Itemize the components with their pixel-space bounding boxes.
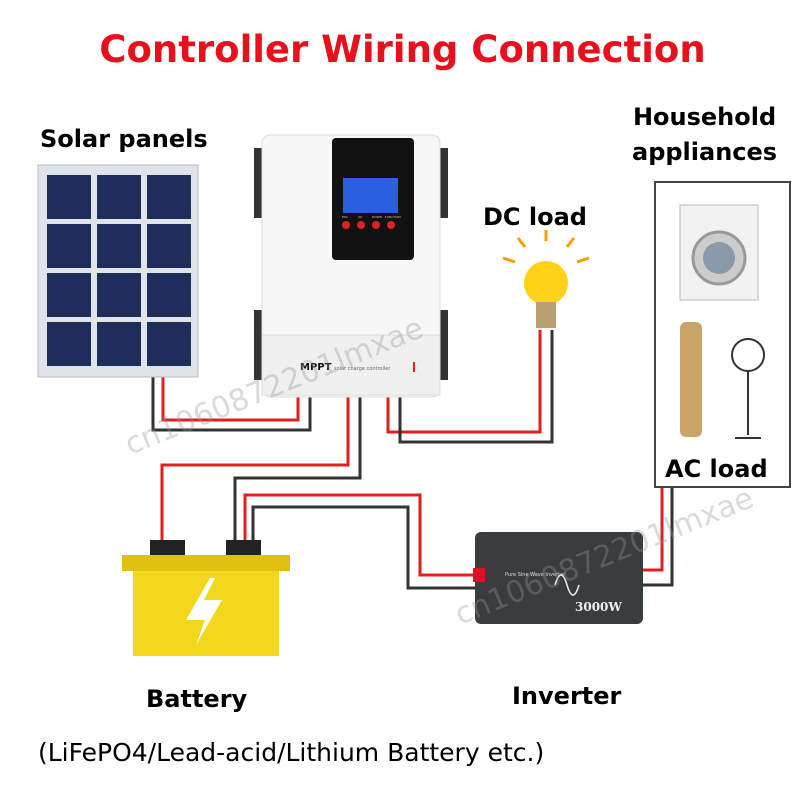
fan-icon — [731, 338, 765, 439]
solar-panel — [37, 164, 199, 378]
button-esc-label: ESC — [342, 215, 348, 219]
inverter-model-text: Pure Sine Wave Inverter — [505, 572, 566, 578]
ac-load-label: AC load — [665, 455, 768, 483]
battery-icon — [122, 540, 290, 656]
washing-machine-icon — [679, 204, 759, 301]
solar-negative-wire — [151, 375, 312, 432]
dc-load-positive-wire — [386, 330, 542, 434]
solar-panels-label: Solar panels — [40, 125, 208, 153]
page-title: Controller Wiring Connection — [99, 28, 706, 71]
controller-subtitle: solar charge controller — [334, 366, 391, 372]
ac-negative-wire — [640, 485, 674, 587]
charge-controller — [254, 134, 448, 398]
inverter-power-label: 3000W — [575, 600, 622, 614]
controller-brand: MPPT — [300, 362, 332, 373]
battery-label: Battery — [146, 685, 248, 713]
battery-positive-wire — [160, 395, 350, 545]
household-label-line1: Household — [632, 103, 777, 131]
household-appliances-label: Household appliances — [632, 100, 777, 170]
air-conditioner-icon — [680, 322, 702, 437]
dc-load-label: DC load — [483, 203, 587, 231]
button-function-label: FUNCTION — [385, 215, 401, 219]
battery-negative-wire — [233, 395, 362, 545]
solar-positive-wire — [161, 375, 300, 422]
button-up-label: UP — [358, 215, 362, 219]
inverter-label: Inverter — [512, 682, 622, 710]
inverter-device: Pure Sine Wave Inverter 3000W — [473, 532, 643, 624]
dc-load-negative-wire — [398, 330, 554, 444]
button-down-label: DOWN — [372, 215, 382, 219]
inverter-positive-wire — [243, 493, 478, 577]
light-bulb-icon — [502, 230, 590, 328]
household-label-line2: appliances — [632, 138, 778, 166]
inverter-negative-wire — [251, 505, 478, 590]
battery-types-note: (LiFePO4/Lead-acid/Lithium Battery etc.) — [38, 738, 545, 767]
wires — [151, 330, 674, 590]
ac-positive-wire — [640, 485, 664, 572]
